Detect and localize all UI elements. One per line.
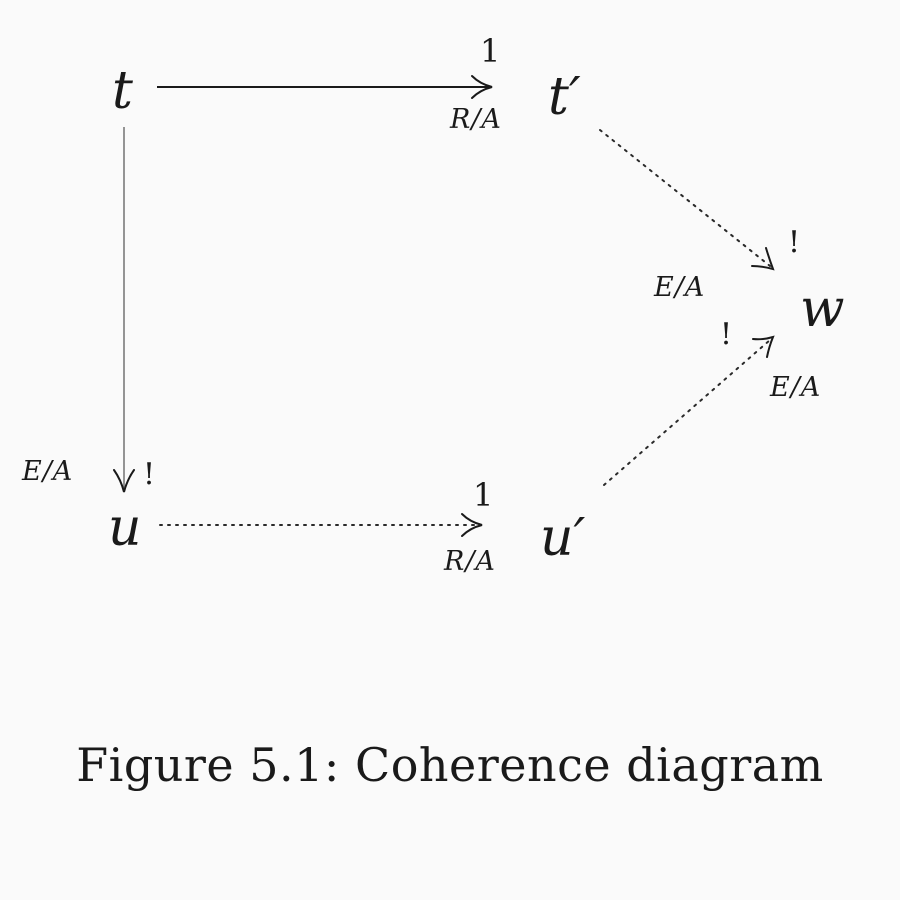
node-t-prime: t′ bbox=[548, 67, 581, 127]
edge-t-u-right-label: ! bbox=[143, 457, 155, 492]
edge-t-prime-w-top-label: ! bbox=[788, 225, 800, 260]
edge-u-to-u-prime bbox=[159, 513, 483, 537]
edge-u-u-prime-top-label: 1 bbox=[473, 476, 493, 514]
figure-caption: Figure 5.1: Coherence diagram bbox=[76, 738, 824, 792]
edge-u-u-prime-bottom-label: R/A bbox=[443, 546, 496, 577]
edge-t-to-u bbox=[113, 127, 135, 493]
edge-u-prime-to-w bbox=[603, 335, 775, 486]
edge-t-prime-w-left-label: E/A bbox=[653, 272, 705, 303]
edge-t-t-prime-top-label: 1 bbox=[480, 32, 500, 70]
edge-t-t-prime-bottom-label: R/A bbox=[449, 104, 502, 135]
node-t: t bbox=[112, 61, 133, 121]
edge-u-prime-w-bottom-label: E/A bbox=[769, 372, 821, 403]
edge-u-prime-w-top-label: ! bbox=[720, 317, 732, 352]
node-u-prime: u′ bbox=[540, 508, 585, 568]
node-w: w bbox=[800, 279, 845, 339]
edge-t-to-t-prime bbox=[157, 75, 493, 99]
node-u: u bbox=[108, 498, 142, 558]
edge-t-prime-to-w bbox=[599, 129, 775, 271]
edge-t-u-left-label: E/A bbox=[21, 456, 73, 487]
